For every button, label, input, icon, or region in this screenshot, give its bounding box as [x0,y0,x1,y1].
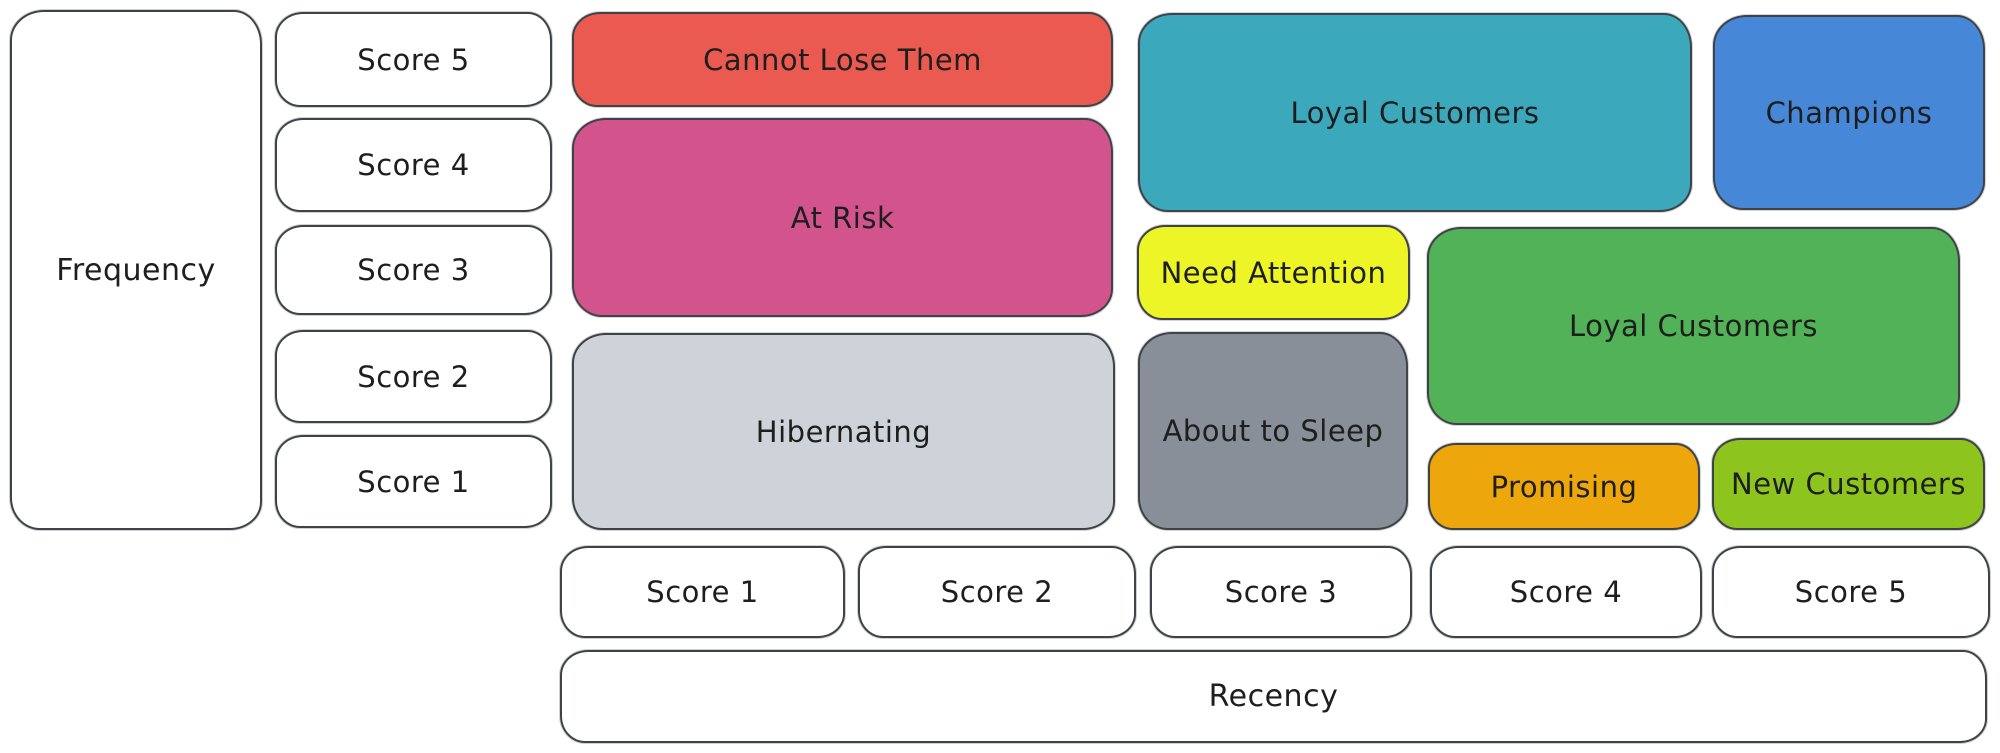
segment-champions: Champions [1713,15,1985,210]
segment-at-risk-label: At Risk [790,200,895,235]
segment-hibernating-label: Hibernating [755,414,932,449]
recency-score-1-box: Score 1 [560,546,845,638]
segment-champions-label: Champions [1765,95,1933,130]
frequency-score-5-box: Score 5 [275,12,552,107]
segment-loyal-customers-green-label: Loyal Customers [1568,309,1819,343]
recency-axis-box: Recency [560,650,1987,743]
frequency-score-4-box: Score 4 [275,118,552,212]
segment-cannot-lose-them: Cannot Lose Them [572,12,1113,107]
recency-score-3-label: Score 3 [1224,575,1338,609]
frequency-score-3-label: Score 3 [357,253,470,287]
frequency-score-3-box: Score 3 [275,225,552,315]
segment-loyal-customers-teal-label: Loyal Customers [1290,95,1540,130]
frequency-score-1-label: Score 1 [357,464,470,499]
frequency-axis-box: Frequency [10,10,262,530]
segment-promising: Promising [1428,443,1700,530]
recency-score-5-box: Score 5 [1712,546,1990,638]
segment-new-customers: New Customers [1712,438,1985,530]
frequency-score-5-label: Score 5 [357,42,470,77]
recency-score-4-box: Score 4 [1430,546,1702,638]
frequency-score-4-label: Score 4 [357,148,470,182]
segment-need-attention-label: Need Attention [1160,255,1387,290]
segment-at-risk: At Risk [572,118,1113,317]
segment-cannot-lose-them-label: Cannot Lose Them [703,42,982,77]
frequency-axis-label: Frequency [56,252,216,288]
segment-promising-label: Promising [1490,469,1638,504]
segment-about-to-sleep-label: About to Sleep [1162,414,1384,448]
recency-score-3-box: Score 3 [1150,546,1412,638]
segment-need-attention: Need Attention [1137,225,1410,320]
segment-loyal-customers-green: Loyal Customers [1427,227,1960,425]
frequency-score-2-label: Score 2 [357,359,470,394]
frequency-score-1-box: Score 1 [275,435,552,528]
recency-score-2-label: Score 2 [940,575,1054,609]
recency-score-2-box: Score 2 [858,546,1136,638]
frequency-score-2-box: Score 2 [275,330,552,423]
recency-score-1-label: Score 1 [646,575,759,609]
segment-loyal-customers-teal: Loyal Customers [1138,13,1692,212]
segment-new-customers-label: New Customers [1731,467,1966,501]
segment-hibernating: Hibernating [572,333,1115,530]
segment-about-to-sleep: About to Sleep [1138,332,1408,530]
recency-axis-label: Recency [1208,679,1339,714]
recency-score-4-label: Score 4 [1509,575,1623,609]
recency-score-5-label: Score 5 [1794,575,1908,609]
